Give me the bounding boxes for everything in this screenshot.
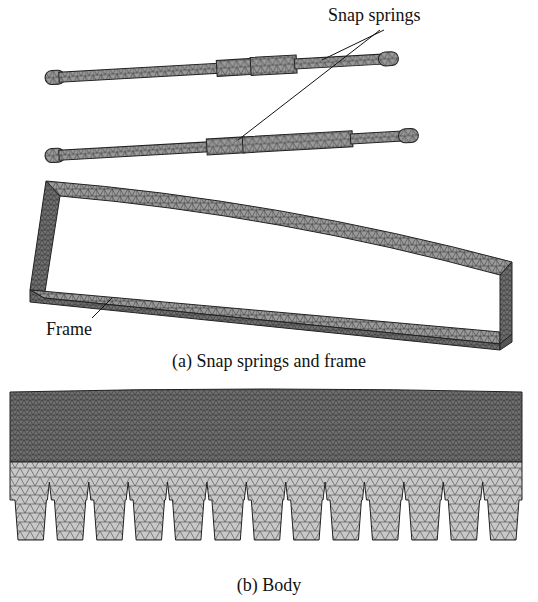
part-label: Snap springs <box>328 6 421 26</box>
subfigure-caption: (a) Snap springs and frame <box>172 352 366 372</box>
subfigure-caption: (b) Body <box>237 576 302 596</box>
leader-line <box>92 30 384 318</box>
snap-spring <box>45 127 419 164</box>
snap-spring <box>44 49 398 87</box>
body <box>10 389 522 540</box>
part-label: Frame <box>46 320 92 340</box>
frame <box>30 181 512 350</box>
